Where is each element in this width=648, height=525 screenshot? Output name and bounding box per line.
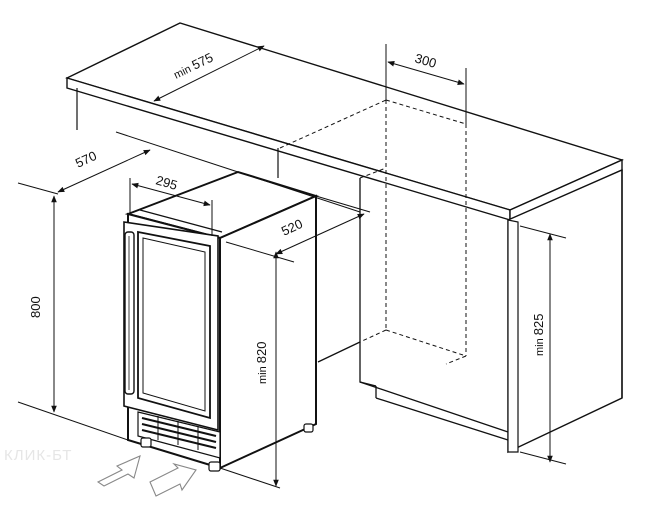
dim-door-depth: 295 [154, 172, 179, 192]
dim-cabinet-height: 800 [28, 296, 43, 318]
airflow-arrows [96, 455, 197, 497]
wine-cooler [123, 170, 319, 472]
niche-outline [279, 99, 467, 365]
cooler-feet [140, 423, 314, 472]
niche-side-panel [317, 178, 509, 441]
watermark: КЛИК-БТ [4, 447, 72, 464]
ventilation-grille [137, 411, 221, 459]
countertop [65, 22, 624, 222]
airflow-in-arrow [96, 455, 141, 487]
airflow-out-arrow [149, 462, 197, 497]
dim-overall-depth: 570 [73, 148, 99, 171]
cooler-door [123, 221, 219, 432]
right-cabinet [507, 168, 623, 454]
dim-niche-height-cabinet: min820 [254, 342, 269, 384]
dimension-lines [17, 44, 567, 489]
dim-niche-height-counter: min825 [531, 314, 546, 356]
dim-niche-gap: 300 [413, 50, 438, 70]
